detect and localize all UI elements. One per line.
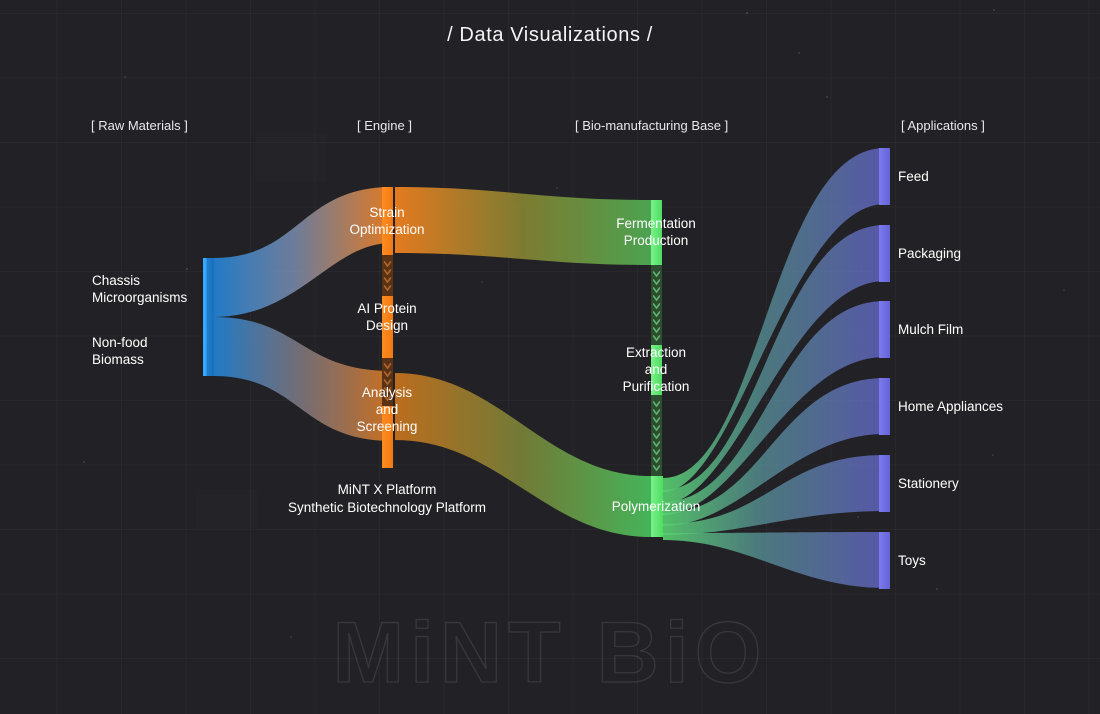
node-stationery (879, 455, 890, 512)
column-header-applications: [ Applications ] (901, 118, 985, 133)
node-label-toys: Toys (898, 553, 926, 568)
node-label-strain-optimization: Strain Optimization (349, 205, 425, 237)
node-base-column[interactable] (651, 200, 663, 537)
node-label-extraction-purification: Extraction and Purification (622, 345, 690, 394)
node-raw-materials-bar[interactable] (203, 258, 214, 376)
flow-biomass-to-analysis (213, 317, 392, 441)
node-label-ai-protein-design: AI Protein Design (357, 301, 417, 333)
flow-strain-to-fermentation (395, 187, 651, 265)
node-label-stationery: Stationery (898, 476, 959, 491)
node-applications-bars[interactable] (879, 148, 890, 589)
node-label-home-appliances: Home Appliances (898, 399, 1004, 414)
flow-chassis-to-strain (213, 187, 392, 317)
node-label-chassis-microorganisms: Chassis Microorganisms (92, 273, 188, 305)
column-header-engine: [ Engine ] (357, 118, 412, 133)
node-mulch-film (879, 301, 890, 358)
node-feed (879, 148, 890, 205)
flow-analysis-to-polymerization (395, 373, 651, 537)
node-label-polymerization: Polymerization (611, 499, 701, 514)
column-header-raw-materials: [ Raw Materials ] (91, 118, 188, 133)
node-label-non-food-biomass: Non-food Biomass (92, 335, 148, 367)
node-label-packaging: Packaging (898, 246, 962, 261)
chevron-icon-group-base (652, 271, 661, 472)
node-extraction-purification (651, 345, 662, 395)
node-strain-optimization (382, 187, 393, 255)
node-engine-column[interactable] (382, 187, 393, 468)
page-title: / Data Visualizations / (447, 24, 653, 46)
node-fermentation-production (651, 200, 662, 265)
node-label-mulch-film: Mulch Film (898, 322, 964, 337)
node-analysis-screening (382, 406, 393, 468)
node-ai-protein-design (382, 296, 393, 358)
node-toys (879, 532, 890, 589)
flow-group-to-applications (663, 148, 885, 588)
platform-caption-line2: Synthetic Biotechnology Platform (287, 500, 487, 515)
node-packaging (879, 225, 890, 282)
node-home-appliances (879, 378, 890, 435)
chevron-icon-group-engine (383, 261, 392, 402)
node-polymerization (651, 476, 663, 537)
node-label-analysis-screening: Analysis and Screening (356, 385, 418, 434)
platform-caption-line1: MiNT X Platform (337, 482, 437, 497)
column-header-base: [ Bio-manufacturing Base ] (575, 118, 729, 133)
node-label-fermentation-production: Fermentation Production (616, 216, 696, 248)
node-label-feed: Feed (898, 169, 929, 184)
